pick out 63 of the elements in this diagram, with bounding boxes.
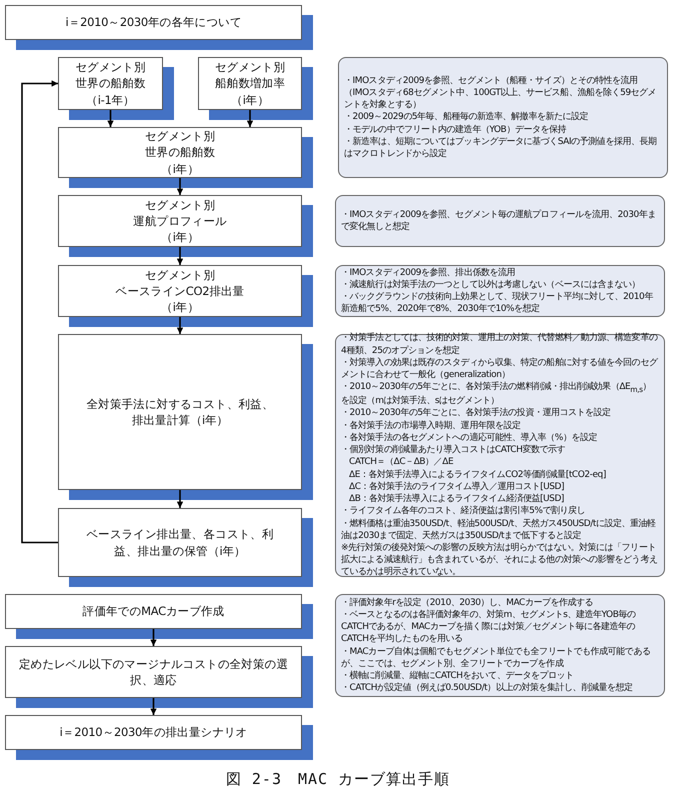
note-box: [335, 195, 665, 247]
box-text: ベースライン排出量、各コスト、利益、排出量の保管（i年）: [85, 526, 275, 559]
box-text: 評価年でのMACカーブ作成: [82, 603, 224, 620]
note-text: ・対策手法としては、技術的対策、運用上の対策、代替燃料／動力源、構造変革の4種類、25のオプションを想定: [341, 332, 658, 357]
note-text: ・2010～2030年の5年ごとに、各対策手法の投資・運用コストを設定: [341, 407, 612, 420]
box-text: ベースラインCO2排出量: [116, 282, 244, 300]
box-text: セグメント別: [144, 266, 216, 283]
note-text: ・MACカーブ自体は個船でもセグメント単位でも全フリートでも作成可能であるが、ここでは、セグメント別、全フリートでカーブを作成: [341, 646, 652, 670]
arrow: [176, 178, 184, 195]
note-text: ※先行対策の後発対策への影響の反映方法は明らかではない。対策には「フリート拡大による減速航行」も含まれているが、それによる他の対策への影響をどう考えているかは明示されていない。: [341, 542, 658, 579]
box-text: （i-1年）: [86, 92, 135, 108]
note-text: ・モデルの中でフリート内の建造年（YOB）データを保持: [344, 124, 568, 136]
note-text: ・個別対策の削減量あたり導入コストはCATCH変数で示す: [341, 444, 566, 456]
box-text: （i年）: [161, 229, 199, 246]
arrow: [107, 110, 114, 127]
box-text: セグメント別: [144, 196, 216, 213]
note-text: ・各対策手法の市場導入時期、運用年限を設定: [341, 420, 522, 432]
note-text: ・CATCHが設定値（例えば0.50USD/t）以上の対策を集計し、削減量を想定: [341, 682, 634, 694]
note-text: ・ベースとなるのは各評価対象年の、対策m、セグメントs、建造年YOB毎のCATCHであるが、MACカーブを描く際には対策／セグメント毎に各建造年のCATCHを平均したものを用いる: [341, 608, 637, 646]
note-box: [335, 334, 665, 577]
note-text: ・IMOスタディ2009を参照、セグメント（船種・サイズ）とその特性を流用（IMOスタディ68セグメント中、100GT以上、サービス船、漁船を除く59セグメントを対象とする）: [344, 74, 658, 112]
box-text: セグメント別: [214, 59, 286, 76]
box-text: （i年）: [161, 299, 199, 316]
note-box: [338, 57, 668, 178]
note-text: ΔC：各対策手法のライフタイム導入／運用コスト[USD]: [348, 480, 566, 494]
note-text: ・新造率は、短期についてはブッキングデータに基づくSAIの予測値を採用、長期はマクロトレンドから設定: [344, 136, 658, 160]
note-text: ・減速航行は対策手法の一つとして以外は考慮しない（ベースには含まない）: [341, 278, 642, 291]
box-text: （i年）: [161, 160, 199, 177]
box-text: 船舶数増加率: [214, 75, 286, 92]
box-text: i＝2010～2030年の各年について: [65, 14, 242, 31]
note-text: ・燃料価格は重油350USD/t、軽油500USD/t、天然ガス450USD/tに設定、重油軽油は2030まで固定、天然ガスは350USD/tまで低下すると設定: [341, 518, 657, 542]
arrow: [150, 629, 157, 646]
figure-caption: 図 2-3 MAC カーブ算出手順: [224, 770, 452, 789]
arrow: [176, 247, 184, 265]
note-text: ΔE：各対策手法導入によるライフタイムCO2等価削減量[tCO2-eq]: [348, 468, 607, 481]
box-text: 定めたレベル以下のマージナルコストの全対策の選択、適応: [18, 656, 290, 688]
arrow: [176, 317, 184, 334]
note-box: [335, 265, 665, 317]
box-text: i＝2010～2030年の排出量シナリオ: [60, 724, 248, 741]
note-text: ・2009～2029の5年毎、船種毎の新造率、解撤率を新たに設定: [344, 111, 590, 124]
box-text: （i年）: [231, 92, 269, 108]
box-text: 運航プロフィール: [133, 212, 227, 230]
note-text: ΔB：各対策手法導入によるライフタイム経済便益[USD]: [348, 493, 565, 506]
box-text: 世界の船舶数: [75, 75, 146, 92]
note-text: ・ライフタイム各年のコスト、経済便益は割引率5%で割り戻し: [341, 505, 586, 518]
note-text: ・横軸に削減量、縦軸にCATCHをおいて、データをプロット: [341, 670, 575, 682]
note-text: ・IMOスタディ2009を参照、排出係数を流用: [341, 266, 516, 279]
note-text: ・各対策手法の各セグメントへの適応可能性、導入率（%）を設定: [341, 432, 598, 444]
note-text: ・対策導入の効果は既存のスタディから収集、特定の船舶に対する値を今回のセグメントに合わせて一般化（generalization）: [341, 356, 659, 382]
note-text: CATCH＝（ΔC－ΔB）／ΔE: [348, 456, 454, 469]
note-text: ・IMOスタディ2009を参照、セグメント毎の運航プロフィールを流用、2030年まで変化無しと想定: [341, 208, 657, 234]
box-text: セグメント別: [75, 59, 146, 76]
box-text: 全対策手法に対するコスト、利益、排出量計算（i年）: [85, 396, 275, 428]
arrow: [176, 490, 184, 508]
note-box: [335, 594, 665, 697]
note-text: ・バックグラウンドの技術向上効果として、現状フリート平均に対して、2010年新造船で5%、2020年で8%、2030年で10%を想定: [341, 291, 654, 316]
note-text: ・2010～2030年の5年ごとに、各対策手法の燃料削減・排出削減効果（ΔE$_{m,s}$）を設定（mは対策手法、sはセグメント）: [341, 381, 652, 408]
arrow: [21, 80, 58, 544]
arrow: [246, 110, 254, 127]
box-text: セグメント別: [144, 128, 216, 144]
arrow: [150, 698, 157, 715]
box-text: 世界の船舶数: [144, 144, 216, 161]
note-text: ・評価対象年rを設定（2010、2030）し、MACカーブを作成する: [341, 596, 594, 609]
